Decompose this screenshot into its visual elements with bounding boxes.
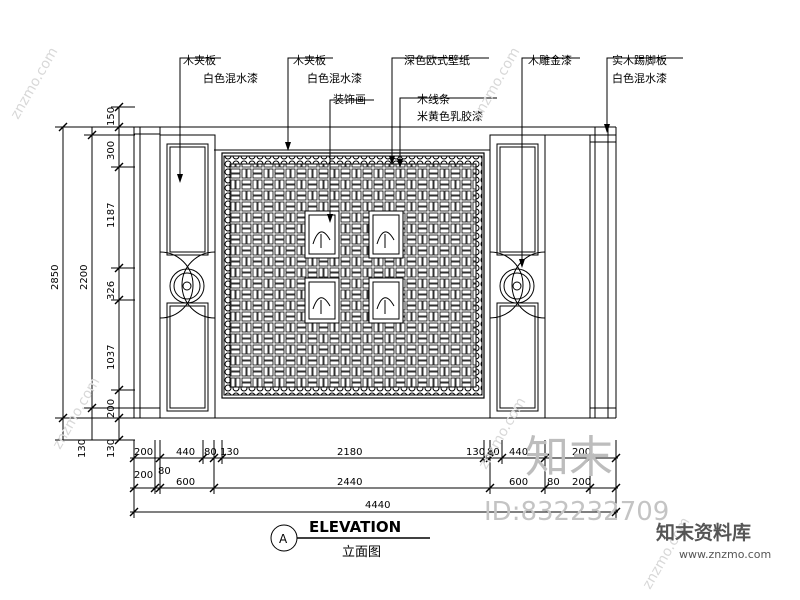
dim-row1-200-left: 200 bbox=[134, 447, 153, 458]
title-block bbox=[270, 524, 430, 552]
bottom-dimension-lines bbox=[130, 440, 618, 518]
dim-left-326: 326 bbox=[106, 281, 117, 300]
dim-row3-4440: 4440 bbox=[365, 500, 390, 511]
dim-left-200: 200 bbox=[106, 399, 117, 418]
right-rosette bbox=[499, 268, 535, 304]
left-dimension-lines bbox=[55, 106, 135, 441]
dim-row1-80-right: 80 bbox=[487, 447, 500, 458]
label-decor-painting: 装饰画 bbox=[333, 92, 366, 106]
dim-row2-2440: 2440 bbox=[337, 477, 362, 488]
watermark-diag-1: znzmo.com bbox=[8, 45, 62, 122]
label-wood-panel-1: 木夹板 bbox=[183, 53, 216, 67]
dim-left-1187: 1187 bbox=[106, 203, 117, 228]
label-beige-latex: 米黄色乳胶漆 bbox=[417, 109, 483, 123]
dim-row1-130-right: 130 bbox=[466, 447, 485, 458]
leader-lines bbox=[179, 57, 683, 265]
label-white-paint-1: 白色混水漆 bbox=[203, 71, 258, 85]
dim-left-150: 150 bbox=[106, 107, 117, 126]
label-wood-strip: 木线条 bbox=[417, 92, 450, 106]
watermark-logo: 知末 bbox=[525, 432, 613, 483]
dim-row2-600-right: 600 bbox=[509, 477, 528, 488]
left-dimension-ticks bbox=[58, 102, 124, 445]
label-white-paint-3: 白色混水漆 bbox=[612, 71, 667, 85]
watermark-url: www.znzmo.com bbox=[679, 548, 771, 561]
dim-row1-440-left: 440 bbox=[176, 447, 195, 458]
dim-row2-80-left: 80 bbox=[158, 466, 171, 477]
dim-left-130-inner: 130 bbox=[106, 439, 117, 458]
dim-row1-440-right: 440 bbox=[509, 447, 528, 458]
dim-left-1037: 1037 bbox=[106, 345, 117, 370]
label-gold-carving: 木雕金漆 bbox=[528, 53, 572, 67]
dim-row1-200-right: 200 bbox=[572, 447, 591, 458]
central-panel bbox=[221, 152, 485, 399]
dim-row2-200-left: 200 bbox=[134, 470, 153, 481]
title-main: ELEVATION bbox=[309, 518, 401, 536]
watermark-diag-4: znzmo.com bbox=[470, 45, 524, 122]
label-wood-panel-2: 木夹板 bbox=[293, 53, 326, 67]
label-white-paint-2: 白色混水漆 bbox=[307, 71, 362, 85]
left-pilaster bbox=[159, 134, 216, 419]
title-marker: A bbox=[279, 532, 288, 546]
dim-row1-2180: 2180 bbox=[337, 447, 362, 458]
label-dark-wallpaper: 深色欧式壁纸 bbox=[404, 53, 470, 67]
dim-left-300: 300 bbox=[106, 141, 117, 160]
dim-row2-200-right: 200 bbox=[572, 477, 591, 488]
dim-row2-600-left: 600 bbox=[176, 477, 195, 488]
dim-row2-80-right: 80 bbox=[547, 477, 560, 488]
left-rosette bbox=[169, 268, 205, 304]
dim-left-inner: 2200 bbox=[79, 265, 90, 290]
watermark-brand: 知末资料库 bbox=[656, 521, 751, 544]
watermark-diag-3: znzmo.com bbox=[476, 395, 530, 472]
right-pilaster bbox=[489, 134, 591, 419]
dim-left-130-outer: 130 bbox=[77, 439, 88, 458]
dim-left-outer: 2850 bbox=[50, 265, 61, 290]
leader-arrows bbox=[177, 124, 610, 268]
label-skirting: 实木踢脚板 bbox=[612, 53, 667, 67]
dim-row1-130-left: 130 bbox=[220, 447, 239, 458]
watermark-id: ID:832232709 bbox=[484, 497, 669, 527]
bottom-dimension-ticks bbox=[129, 453, 621, 517]
dim-row1-80-left: 80 bbox=[204, 447, 217, 458]
decorative-paintings bbox=[304, 210, 404, 324]
title-sub: 立面图 bbox=[342, 545, 381, 560]
